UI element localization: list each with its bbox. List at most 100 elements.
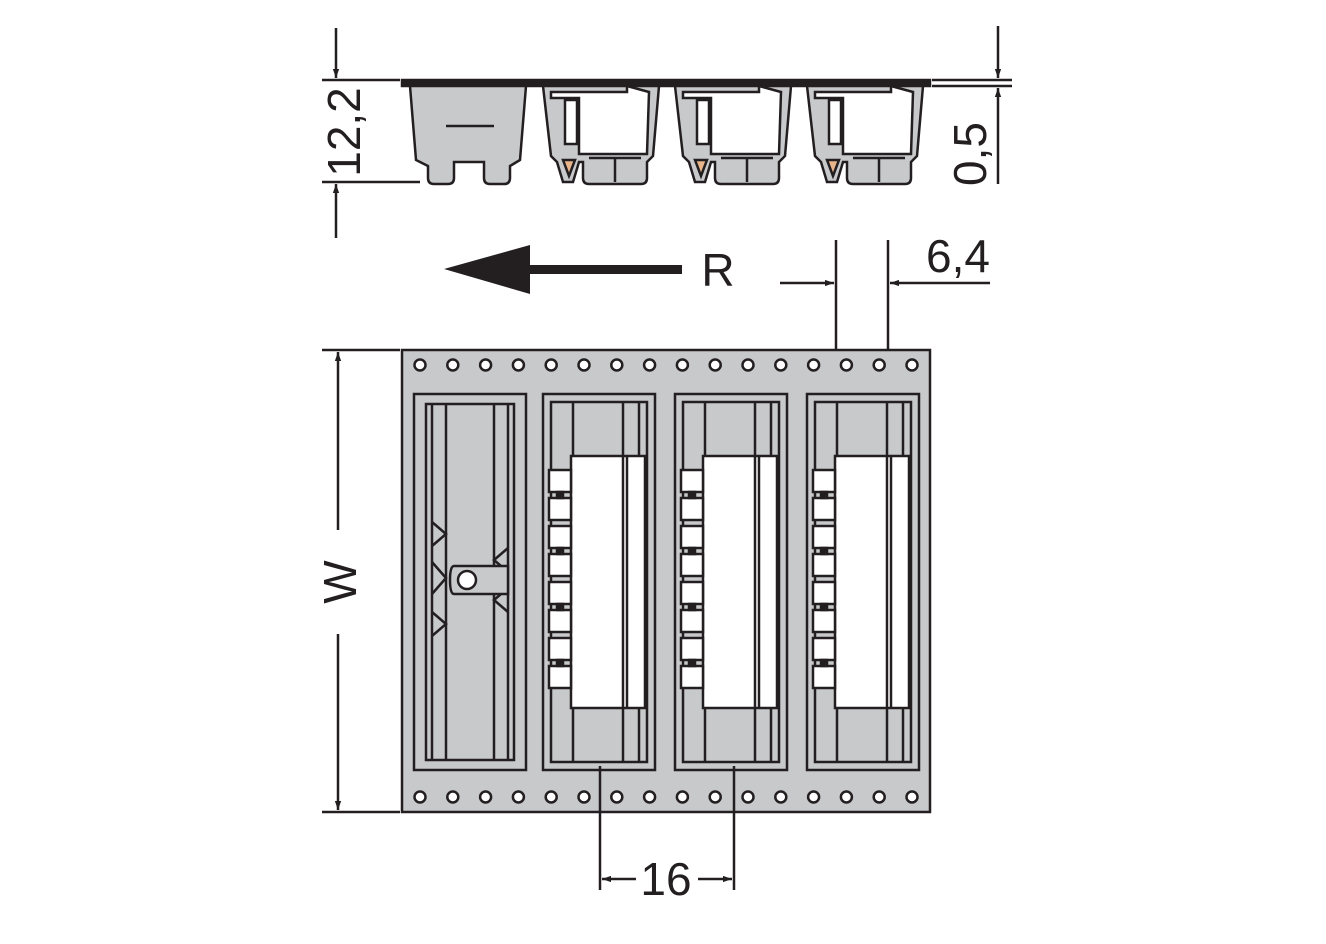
mounting-hole [610,790,624,804]
top-pole-slot [811,524,837,550]
top-pole-slot [679,552,705,578]
top-pole-slot [547,468,573,494]
top-pole-slot [679,636,705,662]
top-pole-slot [679,468,705,494]
mounting-holes-top [413,358,919,372]
dim-plate-label: 0,5 [944,122,996,186]
mounting-hole [806,358,821,372]
mounting-hole [741,790,755,804]
mounting-hole [478,358,493,372]
top-pole-slot [811,608,837,634]
dim-width-label: W [314,560,366,604]
mounting-hole [708,790,722,804]
mounting-hole [642,358,657,372]
top-pole-clip [555,602,565,612]
side-pole-cavity [549,84,651,156]
side-end-block [408,84,528,186]
side-pole-pin [825,158,841,180]
direction-label: R [701,244,734,296]
top-pole-slot [547,524,573,550]
mounting-hole [511,358,526,372]
dim-plate [932,26,1012,184]
mounting-hole [905,790,919,804]
side-pole [805,84,925,186]
top-pole-clip [819,490,829,500]
side-pole-pin [561,158,577,180]
dim-pin-offset-label: 6,4 [926,230,990,282]
side-pole [541,84,661,186]
side-view [400,78,932,186]
top-pole-clip [555,658,565,668]
mounting-hole [511,790,526,804]
top-pole-slot [679,608,705,634]
side-top-plate [400,78,932,88]
top-pole-slot [679,496,705,522]
side-pole-pin [693,158,709,180]
top-view [400,348,932,814]
top-pole-window [569,454,647,710]
mounting-hole [610,358,624,372]
top-pole-clip [687,602,697,612]
top-pole-slot [547,636,573,662]
mounting-hole [774,790,788,804]
side-pole [673,84,793,186]
mounting-hole [413,790,427,804]
top-pole-slot [547,608,573,634]
dim-width [322,348,400,814]
top-pole-clip [687,546,697,556]
mounting-hole [741,358,755,372]
top-pole-clip [687,490,697,500]
dim-pitch [598,766,736,890]
mounting-hole [577,790,591,804]
mounting-hole [675,790,690,804]
side-pole-lever [695,98,711,146]
mounting-hole [544,790,558,804]
side-pole-cavity [681,84,783,156]
top-pole-slot [547,552,573,578]
top-pole-slot [811,580,837,606]
top-pole-clip [555,490,565,500]
side-pole-cavity [813,84,915,156]
mounting-hole [446,358,460,372]
mounting-hole [806,790,821,804]
top-pole-slot [679,580,705,606]
end-plate [412,392,528,772]
top-pole-slot [811,552,837,578]
end-plate-hole [456,569,478,591]
side-pole-lever [563,98,579,146]
top-pole-clip [819,658,829,668]
mounting-hole [839,358,854,372]
mounting-hole [413,358,427,372]
mounting-hole [544,358,558,372]
top-pole-clip [555,546,565,556]
mounting-hole [446,790,460,804]
top-pole-slot [811,636,837,662]
top-pole-slot [547,664,573,690]
direction-arrow [444,245,682,294]
mounting-hole [774,358,788,372]
top-pole-slot [547,496,573,522]
side-pole-lever [827,98,843,146]
dim-height [322,28,420,238]
top-pole-slot [679,664,705,690]
side-pole-modules [541,84,925,186]
mounting-holes-bottom [413,790,919,804]
mounting-hole [839,790,854,804]
top-pole-clip [819,602,829,612]
top-pole-clip [687,658,697,668]
dim-pitch-label: 16 [640,853,691,905]
top-pole-window [701,454,779,710]
top-pole [805,392,921,772]
mounting-hole [577,358,591,372]
mounting-hole [642,790,657,804]
top-pole-slot [679,524,705,550]
top-pole-slot [811,468,837,494]
top-pole-slot [811,664,837,690]
top-pole [673,392,789,772]
top-pole-modules [541,392,921,772]
mounting-hole [708,358,722,372]
mounting-hole [675,358,690,372]
mounting-hole [872,358,886,372]
mounting-hole [905,358,919,372]
mounting-hole [872,790,886,804]
